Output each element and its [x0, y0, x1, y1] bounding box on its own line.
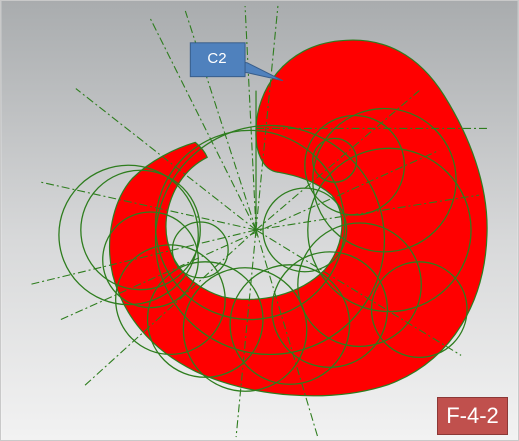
construction-line	[82, 229, 257, 388]
construction-line	[255, 229, 319, 438]
construction-lines	[28, 5, 489, 438]
construction-line	[255, 194, 480, 231]
callout-box	[189, 42, 246, 78]
construction-line	[28, 229, 257, 286]
construction-circle	[154, 129, 346, 321]
construction-circle	[154, 124, 386, 356]
construction-line	[255, 90, 420, 231]
construction-circle	[115, 244, 226, 356]
construction-line	[235, 229, 257, 438]
construction-circle	[229, 264, 351, 385]
construction-line	[150, 18, 257, 231]
construction-circle	[80, 169, 201, 291]
construction-circle	[58, 164, 199, 306]
red-spiral-shape[interactable]	[109, 39, 488, 397]
construction-line	[40, 181, 257, 231]
construction-circle	[297, 222, 422, 348]
construction-line	[60, 149, 440, 321]
construction-circle	[307, 147, 472, 313]
construction-circles	[58, 107, 472, 392]
construction-circle	[370, 261, 468, 359]
figure-label: F-4-2	[437, 397, 508, 435]
construction-line	[244, 5, 257, 230]
construction-circle	[271, 251, 389, 368]
construction-line	[75, 88, 257, 231]
construction-circle	[102, 211, 199, 309]
c2-callout[interactable]	[189, 42, 284, 82]
construction-line	[255, 5, 279, 231]
construction-circle	[182, 267, 308, 392]
